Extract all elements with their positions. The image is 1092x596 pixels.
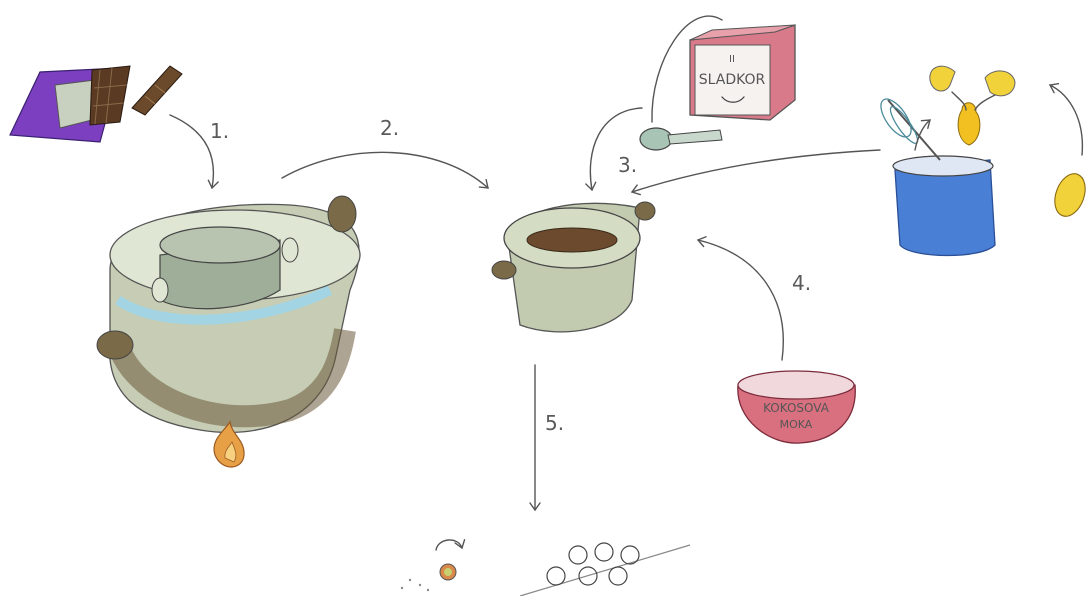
coconut-bowl-label-2: MOKA (780, 418, 813, 431)
sugar-box-mark: II (729, 54, 735, 65)
spoon-icon (640, 128, 722, 150)
sugar-box-label: SLADKOR (699, 72, 766, 88)
arrow-step-3-sugar (590, 108, 642, 190)
double-boiler-icon (97, 196, 360, 432)
step-1-label: 1. (210, 119, 229, 143)
coconut-flour-bowl-icon: KOKOSOVA MOKA (738, 371, 855, 443)
step-4-label: 4. (792, 271, 811, 295)
step-3-label: 3. (618, 153, 637, 177)
step-2-label: 2. (380, 116, 399, 140)
sugar-box-icon: II SLADKOR (690, 25, 795, 120)
arrow-step-2 (282, 152, 488, 188)
step-5-label: 5. (545, 411, 564, 435)
egg-icon (1049, 170, 1090, 221)
tray-icon (520, 543, 690, 596)
arrow-step-1 (170, 115, 213, 188)
coconut-bowl-label-1: KOKOSOVA (763, 401, 830, 415)
arrow-egg-to-bowl (1050, 85, 1082, 155)
chocolate-bar-icon (10, 66, 182, 142)
arrow-step-3-eggs (632, 150, 880, 192)
arrow-step-4 (698, 240, 783, 360)
egg-shell-icon (930, 66, 1015, 145)
pot-icon (492, 202, 655, 332)
ball-icon (401, 540, 462, 591)
